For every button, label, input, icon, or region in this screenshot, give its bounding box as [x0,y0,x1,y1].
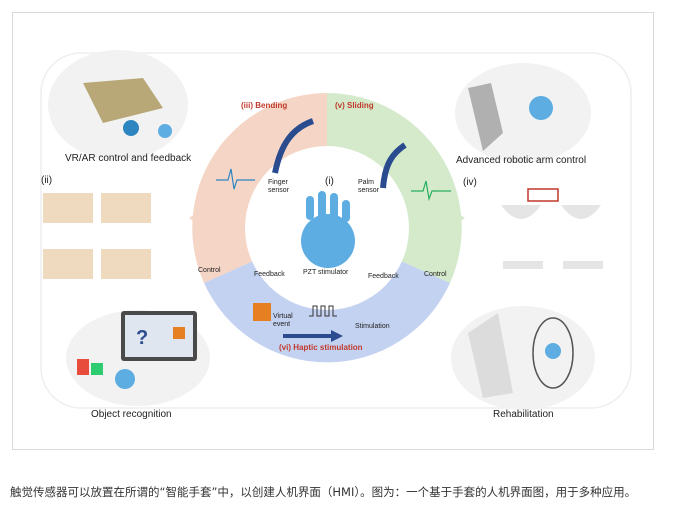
person-icon [468,313,513,398]
vr-ar-label: VR/AR control and feedback [65,153,192,164]
palm-sensor-label: Palm sensor [358,179,380,194]
panel-ii-label: (ii) [41,175,53,186]
red-object-icon [77,359,89,375]
object-recognition-label: Object recognition [91,409,172,420]
robot-glove-icon [529,96,553,120]
pzt-glove-icon [301,214,355,268]
feedback-left-label: Feedback [254,271,285,278]
feedback-right-label: Feedback [368,273,399,280]
controller-icon-2 [158,124,172,138]
figure-graphics: ? [40,50,632,410]
bending-curve-arrow [272,118,315,174]
vr-headset-icon [83,78,163,123]
mirror-icon [532,317,574,389]
panel-iv-label: (iv) [463,177,477,188]
outer-frame [40,52,632,409]
robot-arm-icon [468,83,503,151]
pzt-stimulator-label: PZT stimulator [303,269,349,276]
robotic-arm-label: Advanced robotic arm control [456,155,587,166]
panel-i-label: (i) [325,176,334,187]
left-arrow [189,206,208,230]
control-left-label: Control [198,267,221,274]
control-right-label: Control [424,271,447,278]
hmi-figure: ? [12,12,654,450]
question-mark-icon: ? [136,327,148,349]
sliding-curve-arrow [380,142,407,189]
virtual-event-cube-icon [253,303,271,321]
green-object-icon [91,363,103,375]
stimulation-label: Stimulation [355,323,390,330]
glove-icon [115,369,135,389]
right-arrow [446,206,465,230]
cube-icon [173,327,185,339]
rehabilitation-label: Rehabilitation [493,409,554,420]
bending-title: (iii) Bending [241,101,288,110]
virtual-event-label: Virtual event [273,313,293,328]
finger-sensor-label: Finger sensor [268,179,290,194]
panel-iv-schematic [501,188,603,269]
pulse-signal [309,305,337,317]
bending-signal [216,168,255,190]
figure-caption: 触觉传感器可以放置在所谓的“智能手套”中，以创建人机界面（HMI）。图为：一个基… [10,485,637,499]
sliding-title: (v) Sliding [335,101,374,110]
panel-ii-schematic [43,193,151,279]
haptic-title: (vi) Haptic stimulation [279,343,363,352]
rehab-glove-icon [545,343,561,359]
sliding-signal [411,180,451,202]
controller-icon [123,120,139,136]
